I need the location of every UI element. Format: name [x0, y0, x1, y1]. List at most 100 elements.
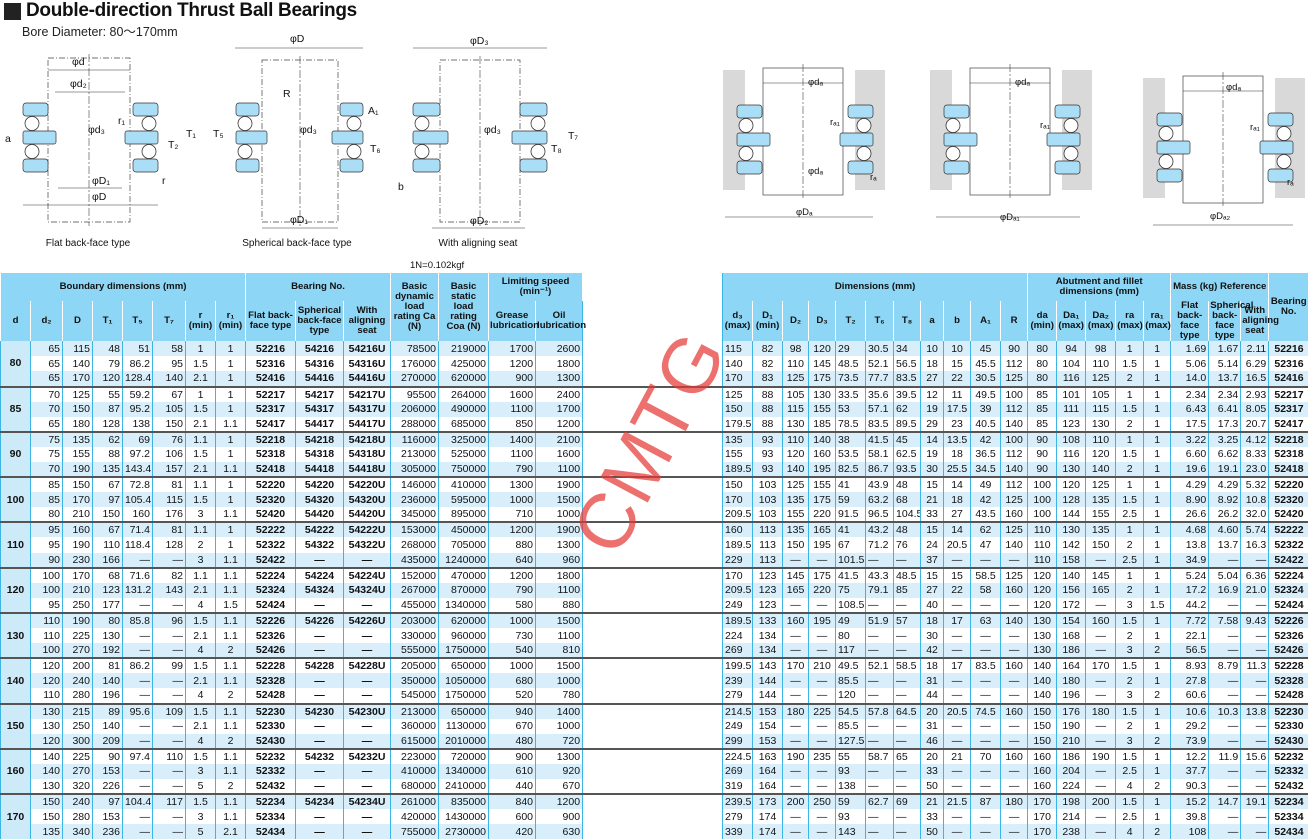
header-gap [583, 273, 723, 341]
cell-D: 190 [63, 537, 93, 552]
cell-mass-aligning: 6.36 [1241, 568, 1269, 583]
cell-D2: — [783, 779, 809, 794]
cell-T7: 140 [153, 371, 186, 386]
cell-T6: 57.8 [866, 704, 894, 719]
cell-D: 210 [63, 583, 93, 598]
cell-ra1: 2 [1144, 643, 1171, 658]
cell-ra: 2 [1116, 417, 1144, 432]
cell-d2: 65 [31, 417, 63, 432]
cell-mass-aligning: 2.93 [1241, 387, 1269, 402]
cell-grease: 850 [489, 417, 536, 432]
cell-d3: 189.5 [723, 613, 753, 628]
cell-b: — [944, 824, 971, 839]
cell-R: 125 [1001, 522, 1028, 537]
cell-a: 31 [921, 719, 944, 734]
cell-d3: 160 [723, 522, 753, 537]
cell-r1: 1.1 [216, 553, 246, 568]
cell-r: 2.1 [186, 719, 216, 734]
cell-D1: 103 [753, 492, 783, 507]
cell-T5: — [123, 598, 153, 613]
washer-shape [133, 103, 158, 116]
cell-r1: 1.1 [216, 628, 246, 643]
cell-D2: 160 [783, 613, 809, 628]
cell-T2: 41 [836, 477, 866, 492]
cell-ca: 153000 [391, 522, 439, 537]
cell-ra: 1.5 [1116, 613, 1144, 628]
cell-aligning-no: — [344, 628, 391, 643]
cell-flat-no: 52417 [246, 417, 296, 432]
cell-A1: 49 [971, 477, 1001, 492]
cell-grease: 790 [489, 583, 536, 598]
cell-ca: 305000 [391, 462, 439, 477]
cell-aligning-no: 54232U [344, 749, 391, 764]
cell-grease: 580 [489, 598, 536, 613]
cell-T8: — [894, 809, 921, 824]
cell-T7: 99 [153, 658, 186, 673]
cell-ra: 1 [1116, 387, 1144, 402]
cell-D1: 163 [753, 749, 783, 764]
cell-Da1: 94 [1057, 341, 1086, 356]
cell-a: 10 [921, 341, 944, 356]
cell-D: 240 [63, 673, 93, 688]
cell-T2: 85.5 [836, 719, 866, 734]
cell-oil: 2400 [536, 387, 583, 402]
cell-grease: 1100 [489, 447, 536, 462]
cell-T7: — [153, 643, 186, 658]
cell-T5: 86.2 [123, 658, 153, 673]
cell-D: 155 [63, 447, 93, 462]
cell-Da1: 142 [1057, 537, 1086, 552]
cell-spherical-no: — [296, 673, 344, 688]
cell-gap [583, 628, 723, 643]
cell-R: 140 [1001, 462, 1028, 477]
cell-A1: 74.5 [971, 704, 1001, 719]
cell-mass-flat: 13.8 [1171, 537, 1209, 552]
cell-aligning-no: — [344, 824, 391, 839]
cell-d3: 170 [723, 568, 753, 583]
diagram-label: rₐ₁ [1250, 122, 1260, 133]
cell-T7: — [153, 598, 186, 613]
cell-D: 240 [63, 794, 93, 809]
cell-gap [583, 809, 723, 824]
cell-flat-no: 52318 [246, 447, 296, 462]
cell-r1: 1 [216, 387, 246, 402]
cell-ra1: 1 [1144, 477, 1171, 492]
cell-bearing-no: 52224 [1269, 568, 1308, 583]
cell-d: 100 [1, 477, 31, 522]
cell-a: 46 [921, 734, 944, 749]
cell-da: 170 [1028, 824, 1057, 839]
cell-oil: 1000 [536, 719, 583, 734]
cell-T8: 48 [894, 522, 921, 537]
cell-D1: 88 [753, 387, 783, 402]
washer-shape [512, 131, 547, 144]
cell-a: 44 [921, 688, 944, 703]
cell-mass-aligning: 15.6 [1241, 749, 1269, 764]
washer-shape [1268, 113, 1293, 126]
cell-r1: 1.1 [216, 568, 246, 583]
cell-ra1: 1 [1144, 402, 1171, 417]
cell-T7: 143 [153, 583, 186, 598]
cell-R: 90 [1001, 341, 1028, 356]
cell-grease: 680 [489, 673, 536, 688]
cell-T1: 192 [93, 643, 123, 658]
cell-ra1: 1 [1144, 387, 1171, 402]
cell-A1: 58 [971, 583, 1001, 598]
cell-da: 85 [1028, 417, 1057, 432]
cell-T5: — [123, 688, 153, 703]
cell-D1: 134 [753, 628, 783, 643]
cell-bearing-no: 52320 [1269, 492, 1308, 507]
cell-oil: 900 [536, 809, 583, 824]
cell-A1: 63 [971, 613, 1001, 628]
cell-T1: 140 [93, 719, 123, 734]
cell-d3: 214.5 [723, 704, 753, 719]
cell-D1: 83 [753, 371, 783, 386]
cell-Da1: 214 [1057, 809, 1086, 824]
cell-R: 140 [1001, 417, 1028, 432]
cell-T2: 59 [836, 794, 866, 809]
cell-bearing-no: 52324 [1269, 583, 1308, 598]
cell-D2: 125 [783, 477, 809, 492]
